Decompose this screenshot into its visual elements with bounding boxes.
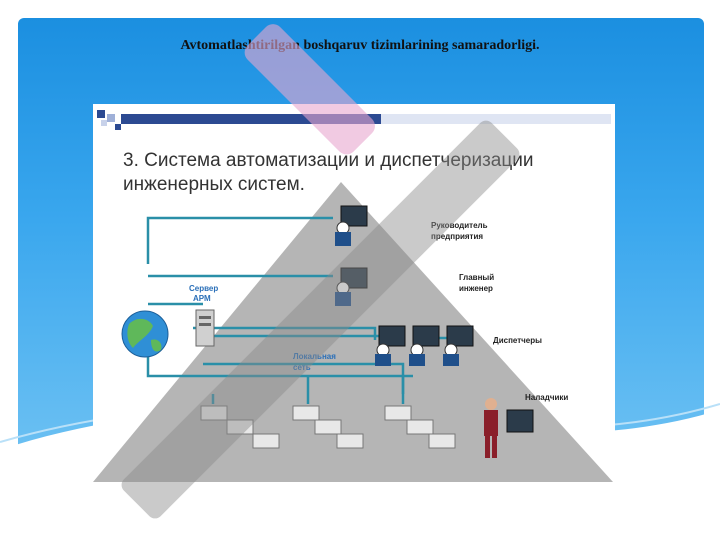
engineer-workstation	[335, 267, 368, 306]
globe-icon	[121, 310, 169, 358]
role-director-line1: Руководитель	[431, 221, 488, 230]
server-icon	[195, 309, 215, 347]
diagram-heading-line2: инженерных систем.	[123, 174, 305, 195]
server-label-line2: АРМ	[193, 294, 211, 303]
header-decoration	[97, 110, 611, 130]
role-adjusters: Наладчики	[525, 393, 568, 402]
role-engineer-line2: инженер	[459, 284, 493, 293]
role-director-line2: предприятия	[431, 232, 483, 241]
role-dispatchers: Диспетчеры	[493, 336, 542, 345]
diagram-heading-line1: 3. Система автоматизации и диспетчеризац…	[123, 150, 533, 171]
role-engineer-line1: Главный	[459, 273, 494, 282]
adjuster-figure	[484, 398, 534, 458]
network-label-line1: Локальная	[293, 352, 336, 361]
automation-diagram: 3. Система автоматизации и диспетчеризац…	[93, 110, 613, 482]
director-workstation	[335, 205, 368, 246]
network-label-line2: сеть	[293, 363, 311, 372]
slide-title: Avtomatlashtirilgan boshqaruv tizimlarin…	[180, 38, 540, 53]
controller-units	[200, 405, 456, 449]
dispatcher-workstations	[375, 325, 474, 366]
diagram-image: 3. Система автоматизации и диспетчеризац…	[93, 104, 615, 492]
server-label-line1: Сервер	[189, 284, 218, 293]
